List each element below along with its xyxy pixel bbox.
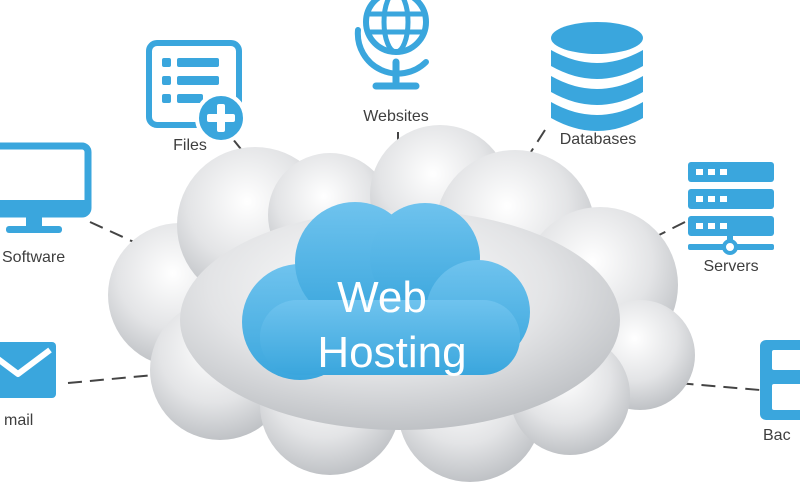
envelope-icon xyxy=(0,342,56,398)
label-email: mail xyxy=(4,412,33,429)
label-backup: Bac xyxy=(763,427,791,444)
server-icon xyxy=(688,162,774,255)
center-title-line1: Web xyxy=(337,273,427,322)
label-websites: Websites xyxy=(363,108,429,125)
center-title-line2: Hosting xyxy=(317,328,466,377)
globe-icon xyxy=(354,0,429,90)
database-icon xyxy=(551,22,643,131)
label-databases: Databases xyxy=(560,131,637,148)
floppy-disk-icon xyxy=(760,340,800,420)
add-icon xyxy=(195,92,247,144)
label-servers: Servers xyxy=(703,258,758,275)
label-software: Software xyxy=(2,249,65,266)
label-files: Files xyxy=(173,137,207,154)
files-icon xyxy=(146,40,242,128)
web-hosting-cloud xyxy=(242,202,530,380)
monitor-icon xyxy=(0,142,92,233)
